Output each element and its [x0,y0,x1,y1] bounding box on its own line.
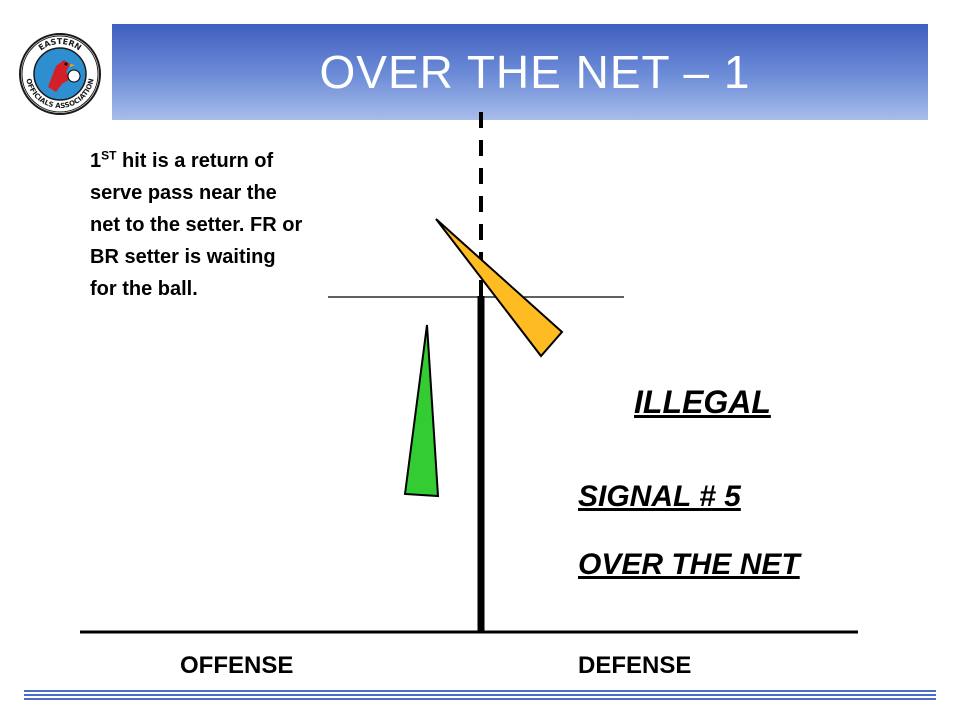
offense-label: OFFENSE [180,652,294,679]
setter-arm [403,324,440,498]
verdict-label: ILLEGAL [634,384,771,420]
footer-rule [24,690,936,702]
signal-number: SIGNAL # 5 [578,480,741,513]
cardinal-bird-icon [48,60,81,92]
eastern-officials-logo: EASTERN OFFICIALS ASSOCIATION [19,33,101,115]
slide-title: OVER THE NET – 1 [319,46,751,98]
attacker-arm [435,218,564,358]
title-bar: OVER THE NET – 1 [112,24,928,120]
defense-label: DEFENSE [578,652,692,679]
play-description: 1ST hit is a return of serve pass near t… [90,148,303,300]
signal-name: OVER THE NET [578,548,800,581]
